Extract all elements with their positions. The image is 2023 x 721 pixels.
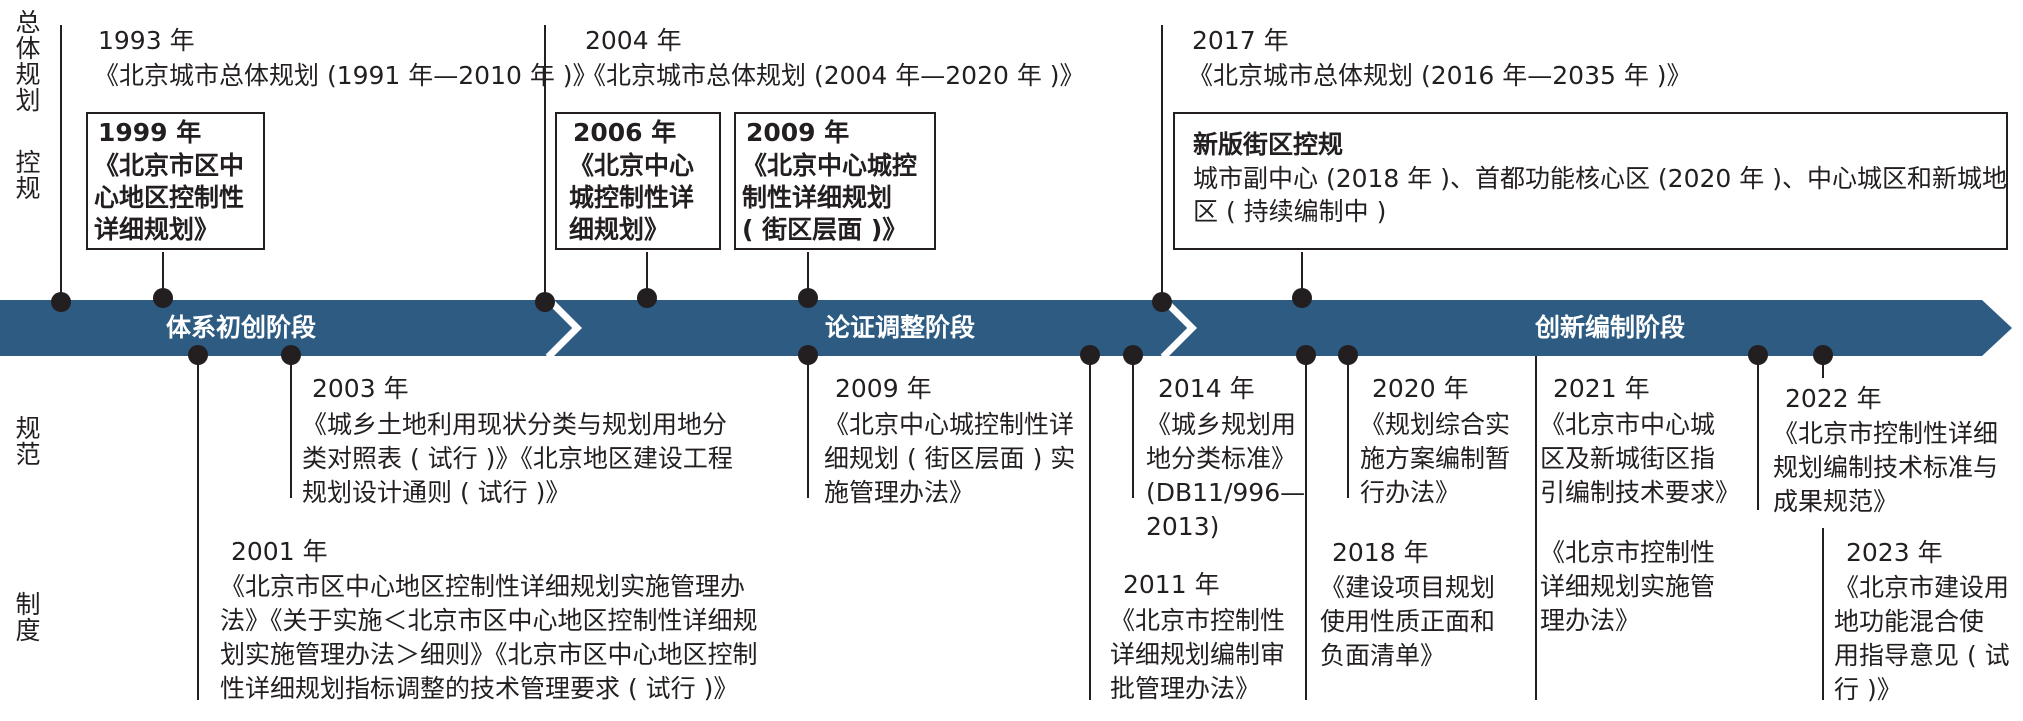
regulatory-plan-box: 1999 年 《北京市区中 心地区控制性 详细规划》 [86, 112, 265, 250]
stage-band-3 [1169, 300, 2012, 356]
norm-year: 2021 年 [1553, 374, 1650, 403]
timeline-dot [637, 288, 657, 308]
timeline-dot [188, 345, 208, 365]
system-text: 《北京市建设用 地功能混合使 用指导意见 ( 试 行 )》 [1834, 573, 2010, 704]
timeline-dot [798, 345, 818, 365]
norm-year: 2022 年 [1785, 384, 1882, 413]
timeline-dot [1813, 345, 1833, 365]
master-plan-title: 《北京城市总体规划 (2016 年—2035 年 )》 [1188, 61, 1692, 90]
system-text: 《北京市控制性 详细规划编制审 批管理办法》 [1110, 606, 1286, 703]
norm-year: 2020 年 [1372, 374, 1469, 403]
system-text: 《北京市区中心地区控制性详细规划实施管理办 法》《关于实施＜北京市区中心地区控制… [220, 572, 758, 703]
norm-text: 《北京市中心城 区及新城街区指 引编制技术要求》 [1540, 410, 1741, 507]
stage-label-initial: 体系初创阶段 [166, 313, 317, 342]
norm-year: 2009 年 [835, 374, 932, 403]
regulatory-plan-title: 新版街区控规 [1193, 130, 1344, 159]
system-year: 2011 年 [1123, 570, 1220, 599]
timeline-dot [535, 292, 555, 312]
master-plan-title: 《北京城市总体规划 (2004 年—2020 年 )》 [581, 61, 1085, 90]
regulatory-plan-title: 《北京市区中 心地区控制性 详细规划》 [94, 151, 245, 244]
timeline-dot [1748, 345, 1768, 365]
timeline-dot [1292, 288, 1312, 308]
side-label-system: 制 度 [15, 590, 41, 645]
side-label-norms: 规 范 [15, 414, 41, 469]
regulatory-plan-title: 《北京中心城控 制性详细规划 ( 街区层面 )》 [742, 151, 918, 244]
system-text: 《建设项目规划 使用性质正面和 负面清单》 [1320, 573, 1496, 670]
norm-text: 《北京市控制性详细 规划编制技术标准与 成果规范》 [1773, 419, 1999, 516]
regulatory-plan-year: 1999 年 [98, 118, 202, 147]
regulatory-plan-box: 新版街区控规 城市副中心 (2018 年 )、首都功能核心区 (2020 年 )… [1173, 112, 2008, 250]
stage-label-adjustment: 论证调整阶段 [825, 313, 976, 342]
timeline-dot [51, 292, 71, 312]
timeline-dot [1152, 292, 1172, 312]
norm-text: 《城乡土地利用现状分类与规划用地分 类对照表 ( 试行 )》《北京地区建设工程 … [302, 410, 733, 507]
norm-text: 《规划综合实 施方案编制暂 行办法》 [1360, 410, 1511, 507]
stage-divider-chevron [1160, 298, 1193, 358]
master-plan-year: 2017 年 [1192, 26, 1289, 55]
master-plan-title: 《北京城市总体规划 (1991 年—2010 年 )》 [94, 61, 598, 90]
side-label-master-plan: 总 体 规 划 [15, 8, 41, 115]
stage-band-2 [554, 300, 1190, 356]
regulatory-plan-box: 2009 年 《北京中心城控 制性详细规划 ( 街区层面 )》 [734, 112, 936, 250]
regulatory-plan-box: 2006 年 《北京中心 城控制性详 细规划》 [555, 112, 721, 250]
timeline-dot [1080, 345, 1100, 365]
master-plan-year: 1993 年 [98, 26, 195, 55]
norm-year: 2014 年 [1158, 374, 1255, 403]
regulatory-plan-title: 《北京中心 城控制性详 细规划》 [569, 151, 695, 244]
system-text: 《北京市控制性 详细规划实施管 理办法》 [1540, 538, 1716, 635]
system-year: 2023 年 [1846, 538, 1943, 567]
system-year: 2018 年 [1332, 538, 1429, 567]
regulatory-plan-year: 2009 年 [746, 118, 850, 147]
timeline-dot [798, 288, 818, 308]
norm-text: 《城乡规划用 地分类标准》 (DB11/996— 2013) [1146, 410, 1306, 541]
side-label-regulatory-plan: 控 规 [15, 148, 41, 203]
regulatory-plan-description: 城市副中心 (2018 年 )、首都功能核心区 (2020 年 )、中心城区和新… [1193, 164, 2007, 226]
timeline-dot [1338, 345, 1358, 365]
regulatory-plan-year: 2006 年 [573, 118, 677, 147]
timeline-dot [153, 288, 173, 308]
timeline-dot [1123, 345, 1143, 365]
system-year: 2001 年 [231, 537, 328, 566]
master-plan-year: 2004 年 [585, 26, 682, 55]
timeline-dot [281, 345, 301, 365]
stage-band-1 [0, 300, 575, 356]
norm-year: 2003 年 [312, 374, 409, 403]
stage-label-innovation: 创新编制阶段 [1535, 313, 1686, 342]
timeline-dot [1296, 345, 1316, 365]
norm-text: 《北京中心城控制性详 细规划 ( 街区层面 ) 实 施管理办法》 [824, 410, 1076, 507]
stage-divider-chevron [545, 298, 578, 358]
